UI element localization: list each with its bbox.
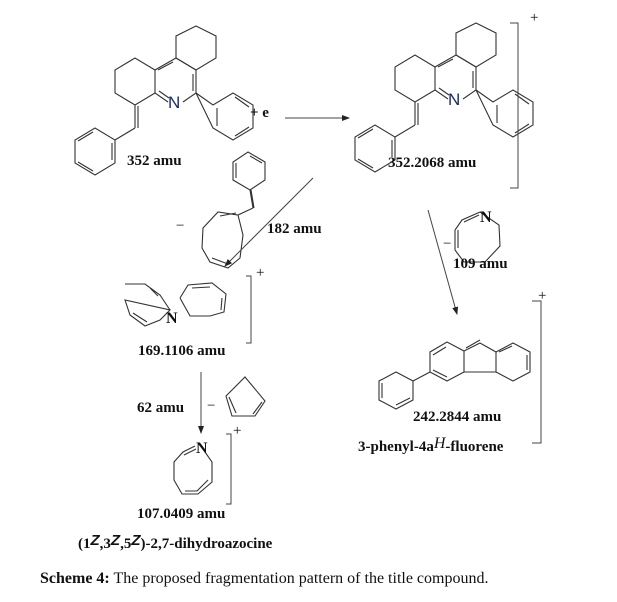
fragment-169-charge: + <box>256 265 264 281</box>
figure-caption: Scheme 4: The proposed fragmentation pat… <box>40 570 488 587</box>
molecular-ion-charge: + <box>530 10 538 26</box>
ionization-label: + e <box>250 105 269 121</box>
fragment-169-structure <box>124 282 227 327</box>
fragment-107-name: (1Z,3Z,5Z)-2,7-dihydroazocine <box>78 532 273 552</box>
cyclopentyne-structure <box>225 376 266 417</box>
fragment-242-name: 3-phenyl-4aH-fluorene <box>358 435 504 455</box>
fragment-107-charge: + <box>233 423 241 439</box>
fragment-242-mass-label: 242.2844 amu <box>413 409 501 425</box>
fragment-242-structure <box>378 339 531 410</box>
loss-182-mass-label: 182 amu <box>267 221 322 237</box>
fragment-107-structure <box>173 445 213 495</box>
fragment-169-bracket <box>246 275 252 344</box>
molecular-ion-structure: N <box>354 22 534 173</box>
fragment-169-atom: N <box>166 310 178 327</box>
loss-109-sign: − <box>443 236 451 252</box>
fragment-107-bracket <box>226 433 232 505</box>
loss-62-mass-label: 62 amu <box>137 400 184 416</box>
loss-109-arrow <box>427 209 459 315</box>
loss-109-structure <box>454 211 501 263</box>
fragment-107-atom: N <box>196 440 208 457</box>
loss-109-atom: N <box>480 209 492 226</box>
fragment-242-bracket <box>532 300 542 444</box>
loss-109-mass-label: 109 amu <box>453 256 508 272</box>
fragment-107-mass-label: 107.0409 amu <box>137 506 225 522</box>
svg-text:N: N <box>168 93 180 112</box>
molecular-ion-mass-label: 352.2068 amu <box>388 155 476 171</box>
svg-text:N: N <box>448 90 460 109</box>
molecular-ion-bracket <box>510 22 519 189</box>
loss-182-arrow <box>224 177 314 267</box>
loss-182-structure <box>201 151 266 269</box>
fragment-242-charge: + <box>538 288 546 304</box>
parent-mass-label: 352 amu <box>127 153 182 169</box>
fragment-169-mass-label: 169.1106 amu <box>138 343 226 359</box>
loss-182-sign: − <box>176 218 184 234</box>
parent-structure: N <box>74 25 254 176</box>
loss-62-sign: − <box>207 398 215 414</box>
